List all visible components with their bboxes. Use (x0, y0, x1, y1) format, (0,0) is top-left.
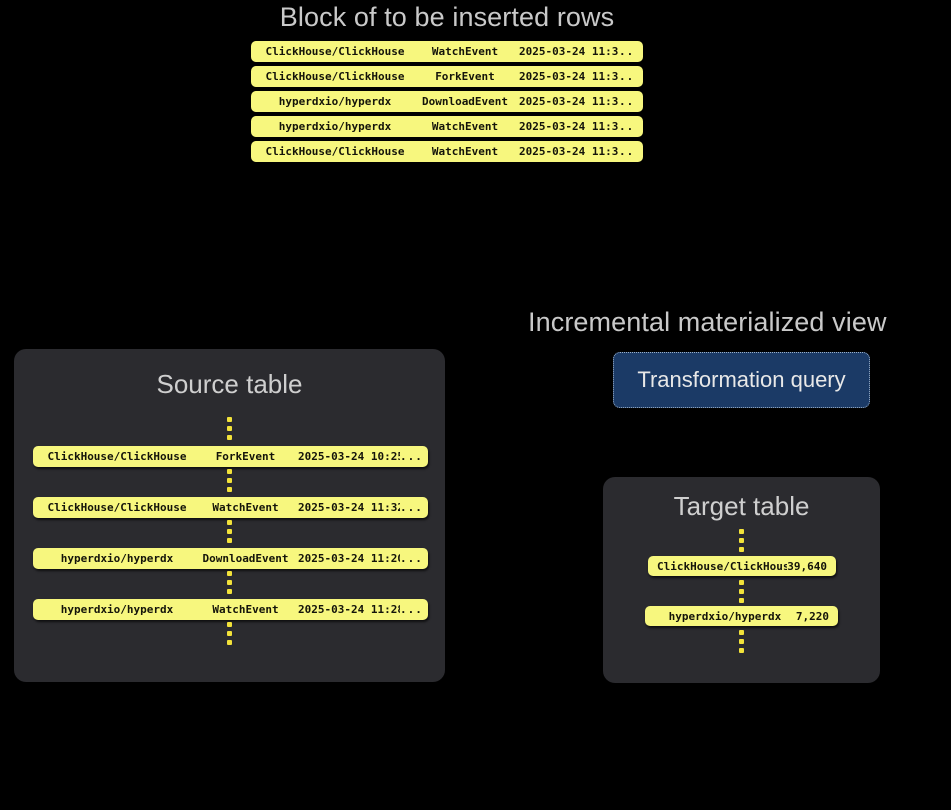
row-more-ellipsis: ... (400, 501, 420, 514)
block-row: ClickHouse/ClickHouse WatchEvent 2025-03… (251, 41, 643, 62)
transformation-query-box[interactable]: Transformation query (613, 352, 870, 408)
block-row: hyperdxio/hyperdx DownloadEvent 2025-03-… (251, 91, 643, 112)
row-time: 2025-03-24 11:35:52 (519, 120, 619, 133)
vertical-ellipsis-icon (226, 622, 232, 645)
source-table-row: hyperdxio/hyperdx WatchEvent 2025-03-24 … (33, 599, 428, 620)
row-more-ellipsis: ... (400, 450, 420, 463)
row-repo: ClickHouse/ClickHouse (265, 45, 405, 58)
source-table-row: hyperdxio/hyperdx DownloadEvent 2025-03-… (33, 548, 428, 569)
row-repo: ClickHouse/ClickHouse (265, 70, 405, 83)
block-title: Block of to be inserted rows (279, 2, 615, 32)
row-repo: hyperdxio/hyperdx (60, 603, 174, 616)
row-repo: ClickHouse/ClickHouse (47, 501, 187, 514)
row-time: 2025-03-24 11:32:54 (298, 501, 400, 514)
block-row: hyperdxio/hyperdx WatchEvent 2025-03-24 … (251, 116, 643, 137)
row-event: WatchEvent (431, 45, 499, 58)
row-event: ForkEvent (215, 450, 276, 463)
block-row: ClickHouse/ClickHouse ForkEvent 2025-03-… (251, 66, 643, 87)
row-time: 2025-03-24 11:28:32 (298, 603, 400, 616)
row-event: WatchEvent (212, 603, 279, 616)
row-count: 39,640 (787, 559, 827, 573)
row-time: 2025-03-24 11:35:40 (519, 45, 619, 58)
row-repo: hyperdxio/hyperdx (668, 609, 782, 623)
row-time: 2025-03-24 11:35:54 (519, 145, 619, 158)
vertical-ellipsis-icon (226, 520, 232, 543)
row-time: 2025-03-24 11:35:48 (519, 95, 619, 108)
row-more-ellipsis: ... (619, 120, 635, 133)
vertical-ellipsis-icon (226, 417, 232, 440)
row-repo: ClickHouse/ClickHouse (265, 145, 405, 158)
row-repo: hyperdxio/hyperdx (60, 552, 174, 565)
row-repo: hyperdxio/hyperdx (278, 120, 392, 133)
row-event: WatchEvent (212, 501, 279, 514)
row-event: WatchEvent (431, 120, 499, 133)
vertical-ellipsis-icon (738, 630, 744, 653)
row-repo: ClickHouse/ClickHouse (47, 450, 187, 463)
row-event: DownloadEvent (421, 95, 509, 108)
row-more-ellipsis: ... (619, 95, 635, 108)
row-time: 2025-03-24 11:35:44 (519, 70, 619, 83)
vertical-ellipsis-icon (738, 580, 744, 603)
transformation-query-label: Transformation query (637, 367, 846, 392)
row-event: ForkEvent (435, 70, 495, 83)
vertical-ellipsis-icon (226, 571, 232, 594)
materialized-view-title: Incremental materialized view (528, 307, 887, 337)
row-more-ellipsis: ... (619, 45, 635, 58)
target-table-title: Target table (673, 491, 810, 521)
target-table-row: ClickHouse/ClickHouse 39,640 (648, 556, 836, 576)
source-table-row: ClickHouse/ClickHouse WatchEvent 2025-03… (33, 497, 428, 518)
row-time: 2025-03-24 11:20:12 (298, 552, 400, 565)
block-row: ClickHouse/ClickHouse WatchEvent 2025-03… (251, 141, 643, 162)
row-more-ellipsis: ... (619, 70, 635, 83)
row-more-ellipsis: ... (400, 603, 420, 616)
row-repo: hyperdxio/hyperdx (278, 95, 392, 108)
row-event: WatchEvent (431, 145, 499, 158)
source-table-title: Source table (156, 369, 303, 399)
source-table-row: ClickHouse/ClickHouse ForkEvent 2025-03-… (33, 446, 428, 467)
row-event: DownloadEvent (202, 552, 289, 565)
row-more-ellipsis: ... (400, 552, 420, 565)
row-count: 7,220 (795, 609, 829, 623)
vertical-ellipsis-icon (226, 469, 232, 492)
row-repo: ClickHouse/ClickHouse (657, 559, 788, 573)
row-time: 2025-03-24 10:25:00 (298, 450, 400, 463)
target-table-row: hyperdxio/hyperdx 7,220 (645, 606, 838, 626)
vertical-ellipsis-icon (738, 529, 744, 552)
row-more-ellipsis: ... (619, 145, 635, 158)
